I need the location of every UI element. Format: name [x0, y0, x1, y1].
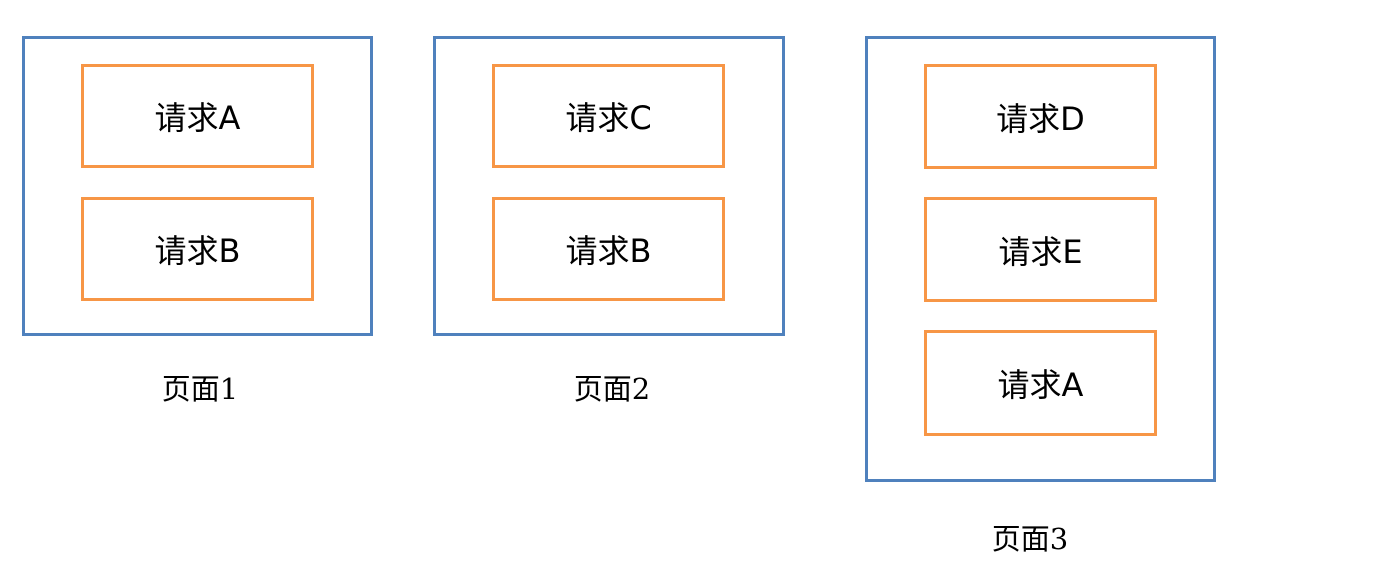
request-label: 请求B — [565, 232, 652, 270]
request-box: 请求E — [924, 197, 1157, 302]
request-label: 请求B — [154, 232, 241, 270]
request-label: 请求A — [997, 366, 1084, 404]
request-box: 请求B — [492, 197, 725, 301]
request-label: 请求E — [998, 232, 1083, 271]
request-box: 请求A — [81, 64, 314, 168]
page-caption-2: 页面2 — [573, 372, 651, 406]
request-label: 请求D — [996, 99, 1085, 138]
page-caption-3: 页面3 — [991, 522, 1069, 556]
request-box: 请求A — [924, 330, 1157, 436]
request-box: 请求C — [492, 64, 725, 168]
request-label: 请求A — [154, 99, 241, 137]
page-caption-1: 页面1 — [161, 372, 239, 406]
request-label: 请求C — [565, 99, 652, 137]
request-box: 请求D — [924, 64, 1157, 169]
request-box: 请求B — [81, 197, 314, 301]
